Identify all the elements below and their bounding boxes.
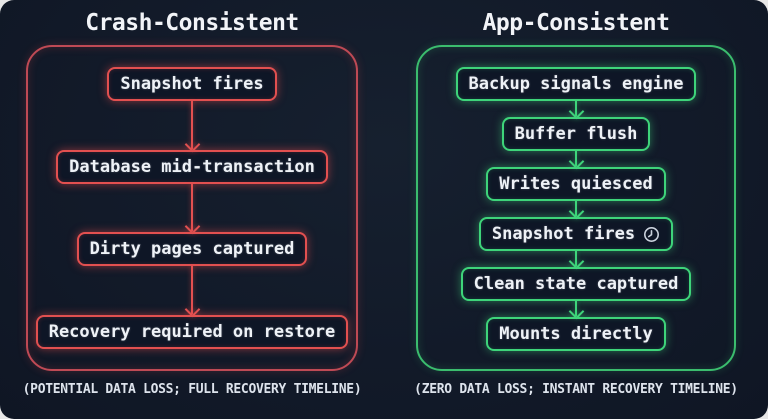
clock-icon (643, 226, 660, 243)
flow-node-label: Writes quiesced (499, 174, 653, 194)
flow-node-label: Dirty pages captured (89, 239, 295, 260)
flow-arrow-down (184, 183, 200, 235)
panel-crash-consistent: Crash-Consistent Snapshot fires Database… (22, 10, 362, 397)
flow-node-label: Buffer flush (514, 124, 638, 144)
flow-node-dirty-pages-captured: Dirty pages captured (76, 232, 308, 267)
flow-arrow-down (568, 301, 584, 320)
flow-node-snapshot-fires: Snapshot fires (107, 67, 277, 101)
flow-node-mounts-directly: Mounts directly (486, 317, 666, 351)
flow-node-label: Snapshot fires (120, 74, 264, 94)
flow-node-label: Clean state captured (473, 274, 679, 294)
flow-node-label: Snapshot fires (491, 224, 636, 244)
flow-node-buffer-flush: Buffer flush (501, 117, 651, 151)
flow-arrow-down (184, 101, 200, 152)
flow-node-label: Recovery required on restore (48, 322, 336, 343)
flow-arrow-down (568, 201, 584, 220)
panel-caption-crash: (POTENTIAL DATA LOSS; FULL RECOVERY TIME… (22, 382, 362, 397)
flow-arrow-down (568, 251, 584, 270)
flow-node-label: Backup signals engine (468, 74, 684, 94)
panel-caption-app: (ZERO DATA LOSS; INSTANT RECOVERY TIMELI… (414, 382, 738, 397)
panel-title-crash-consistent: Crash-Consistent (85, 10, 299, 36)
panel-title-app-consistent: App-Consistent (482, 10, 670, 36)
flow-node-writes-quiesced: Writes quiesced (486, 167, 666, 201)
flow-node-database-mid-transaction: Database mid-transaction (56, 149, 328, 184)
flow-node-recovery-required: Recovery required on restore (35, 315, 349, 350)
flow-arrow-down (568, 101, 584, 120)
panel-app-consistent: App-Consistent Backup signals engine Buf… (384, 0, 768, 419)
flow-node-clean-state-captured: Clean state captured (460, 267, 692, 301)
flow-arrow-down (184, 266, 200, 318)
flow-node-backup-signals-engine: Backup signals engine (455, 67, 697, 101)
flow-arrow-down (568, 151, 584, 170)
flow-frame-app: Backup signals engine Buffer flush Write… (416, 45, 736, 371)
flow-frame-crash: Snapshot fires Database mid-transaction … (26, 45, 358, 371)
flow-node-label: Mounts directly (499, 324, 653, 344)
flow-node-snapshot-fires-app: Snapshot fires (478, 217, 674, 251)
flow-node-label: Database mid-transaction (69, 156, 315, 177)
